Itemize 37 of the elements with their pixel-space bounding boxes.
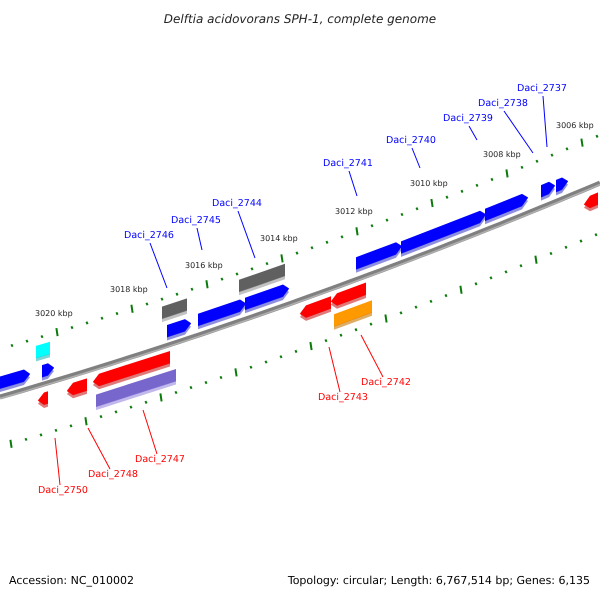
position-label: 3010 kbp xyxy=(410,179,448,189)
accession-note: Accession: NC_010002 xyxy=(9,574,134,588)
leader-line xyxy=(412,148,420,168)
gene-label: Daci_2740 xyxy=(386,135,436,147)
leader-line xyxy=(142,410,158,454)
gene-label: Daci_2750 xyxy=(38,485,88,497)
gene-label: Daci_2741 xyxy=(323,158,373,170)
position-label: 3016 kbp xyxy=(185,261,223,271)
leader-line xyxy=(150,242,168,288)
position-label: 3020 kbp xyxy=(35,309,73,319)
leader-line xyxy=(88,428,110,470)
position-label: 3014 kbp xyxy=(260,234,298,244)
leader-line xyxy=(238,210,256,258)
leader-line xyxy=(542,96,548,148)
leader-line xyxy=(328,346,340,392)
genome-summary: Topology: circular; Length: 6,767,514 bp; Genes: 6,135 xyxy=(288,574,590,588)
gene-label: Daci_2747 xyxy=(135,454,185,466)
gene-label: Daci_2742 xyxy=(361,377,411,389)
gene-label: Daci_2745 xyxy=(171,215,221,227)
position-label: 3008 kbp xyxy=(483,150,521,160)
leader-line xyxy=(504,110,534,154)
gene-label: Daci_2737 xyxy=(517,83,567,95)
leader-line xyxy=(468,126,478,140)
leader-line xyxy=(54,438,60,486)
gene-label: Daci_2739 xyxy=(443,113,493,125)
gene-label: Daci_2744 xyxy=(212,198,262,210)
diagram-title: Delftia acidovorans SPH-1, complete genome xyxy=(162,11,438,28)
position-label: 3012 kbp xyxy=(335,207,373,217)
leader-line xyxy=(196,228,202,250)
leader-line xyxy=(348,170,358,196)
gene-label: Daci_2743 xyxy=(318,392,368,404)
position-label: 3018 kbp xyxy=(110,285,148,295)
position-label: 3006 kbp xyxy=(556,121,594,131)
gene-label: Daci_2738 xyxy=(478,98,528,110)
gene-label: Daci_2748 xyxy=(88,469,138,481)
leader-line xyxy=(360,334,384,378)
gene-label: Daci_2746 xyxy=(124,230,174,242)
